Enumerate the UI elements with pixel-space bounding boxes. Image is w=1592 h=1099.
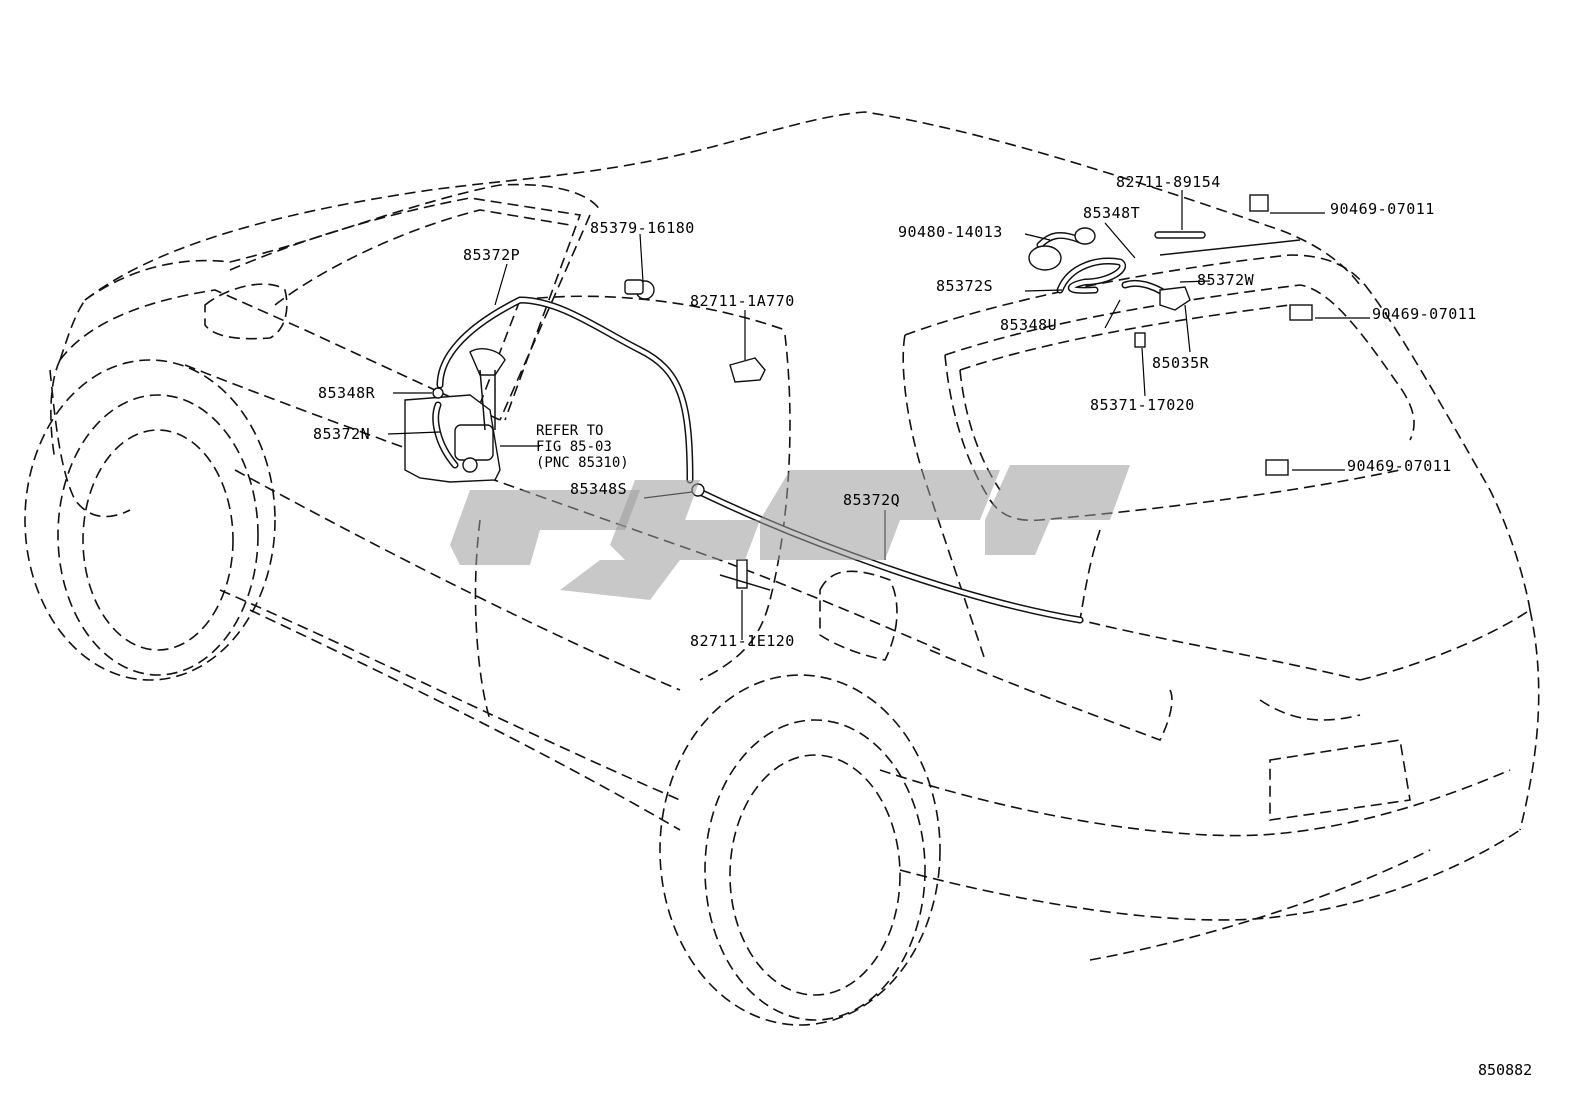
hose-85372P xyxy=(436,296,694,484)
reference-note: REFER TO FIG 85-03 (PNC 85310) xyxy=(536,423,629,471)
label-85372Q: 85372Q xyxy=(843,491,900,509)
label-85348U: 85348U xyxy=(1000,316,1057,334)
label-85348T: 85348T xyxy=(1083,204,1140,222)
hose-85372N xyxy=(432,401,459,469)
label-85379-16180: 85379-16180 xyxy=(590,219,695,237)
label-90469-07011-middle: 90469-07011 xyxy=(1372,305,1477,323)
front-wheel xyxy=(24,359,276,681)
label-85035R: 85035R xyxy=(1152,354,1210,372)
label-85371-17020: 85371-17020 xyxy=(1090,396,1195,414)
washer-tank-assembly xyxy=(404,348,506,483)
watermark-logo xyxy=(450,465,1130,600)
label-85372N: 85372N xyxy=(313,425,370,443)
label-85372W: 85372W xyxy=(1197,271,1255,289)
label-82711-89154: 82711-89154 xyxy=(1116,173,1221,191)
label-90480-14013: 90480-14013 xyxy=(898,223,1003,241)
figure-id: 850882 xyxy=(1478,1061,1532,1079)
label-82711-1E120: 82711-1E120 xyxy=(690,632,795,650)
refer-line-1: REFER TO xyxy=(536,423,603,439)
hose-85372Q xyxy=(696,488,1084,624)
clamp-82711-1E120 xyxy=(719,559,771,591)
joint-85348R xyxy=(432,387,444,399)
label-85372S: 85372S xyxy=(936,277,993,295)
part-labels: 85372P 85379-16180 82711-1A770 85348R 85… xyxy=(313,173,1477,650)
clamp-82711-1A770 xyxy=(729,357,766,383)
rear-washer-hoses xyxy=(1028,194,1313,476)
label-82711-1A770: 82711-1A770 xyxy=(690,292,795,310)
label-90469-07011-bottom: 90469-07011 xyxy=(1347,457,1452,475)
label-90469-07011-top: 90469-07011 xyxy=(1330,200,1435,218)
label-85348R: 85348R xyxy=(318,384,376,402)
refer-line-2: FIG 85-03 xyxy=(536,439,612,455)
rear-wheel xyxy=(659,674,941,1026)
label-85348S: 85348S xyxy=(570,480,627,498)
leader-lines xyxy=(387,190,1370,640)
label-85372P: 85372P xyxy=(463,246,520,264)
refer-line-3: (PNC 85310) xyxy=(536,455,629,471)
grommet-85379-16180 xyxy=(624,279,655,300)
